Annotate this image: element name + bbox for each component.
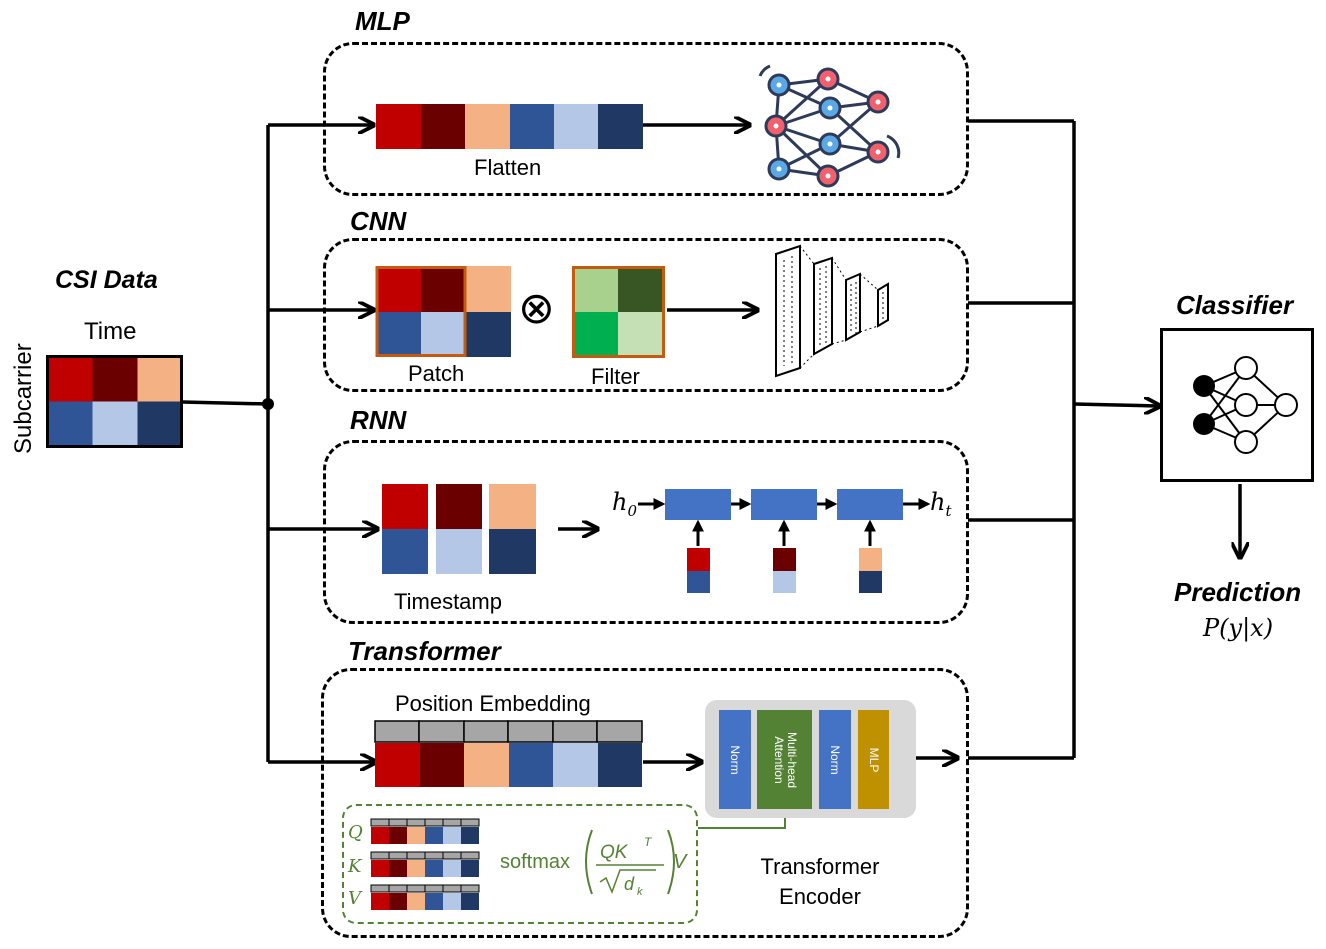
svg-text:d: d bbox=[624, 874, 635, 894]
prediction-formula: P(y|x) bbox=[1203, 614, 1274, 642]
qkv-position-cell bbox=[442, 818, 462, 827]
qkv-position-cell bbox=[406, 818, 426, 827]
mlp-title: MLP bbox=[355, 6, 410, 36]
softmax-formula: softmax QK T d k V bbox=[500, 829, 688, 898]
cnn-title: CNN bbox=[350, 206, 407, 236]
qkv-value-cell bbox=[443, 893, 461, 910]
qkv-position-cell bbox=[370, 884, 390, 893]
qkv-value-cell bbox=[371, 860, 389, 877]
qkv-position-cell bbox=[388, 884, 408, 893]
qkv-position-cell bbox=[424, 884, 444, 893]
timestamp-columns bbox=[382, 484, 536, 574]
flatten-vector bbox=[376, 104, 643, 149]
qkv-value-cell bbox=[461, 827, 479, 844]
h0-label: h0 bbox=[612, 488, 638, 520]
qkv-value-cell bbox=[425, 893, 443, 910]
csi-matrix bbox=[46, 355, 183, 448]
qkv-position-cell bbox=[442, 851, 462, 860]
qkv-value-cell bbox=[461, 860, 479, 877]
patch-matrix bbox=[375, 266, 511, 357]
qkv-position-cell bbox=[460, 884, 480, 893]
norm-block-1: Norm bbox=[719, 710, 751, 809]
k-label: K bbox=[348, 856, 362, 877]
classifier-title: Classifier bbox=[1176, 290, 1294, 320]
subcarrier-label: Subcarrier bbox=[10, 343, 37, 454]
rnn-chain bbox=[638, 489, 931, 593]
norm-block-2: Norm bbox=[819, 710, 851, 809]
prediction-title: Prediction bbox=[1174, 577, 1302, 607]
transformer-title: Transformer bbox=[348, 636, 501, 666]
patch-label: Patch bbox=[408, 361, 465, 386]
svg-text:T: T bbox=[644, 835, 653, 849]
ht-label: ht bbox=[930, 488, 952, 520]
qkv-position-cell bbox=[460, 851, 480, 860]
qkv-value-cell bbox=[371, 827, 389, 844]
qkv-vectors bbox=[370, 818, 480, 910]
transformer-encoder-label: Transformer Encoder bbox=[760, 854, 880, 909]
qkv-value-cell bbox=[407, 893, 425, 910]
attention-formula-box bbox=[342, 804, 698, 924]
filter-label: Filter bbox=[591, 364, 640, 389]
qkv-value-cell bbox=[425, 827, 443, 844]
qkv-position-cell bbox=[406, 851, 426, 860]
qkv-position-cell bbox=[388, 818, 408, 827]
qkv-position-cell bbox=[406, 884, 426, 893]
timestamp-label: Timestamp bbox=[394, 589, 502, 614]
qkv-value-cell bbox=[389, 893, 407, 910]
position-embedding-label: Position Embedding bbox=[395, 691, 591, 716]
rnn-panel bbox=[323, 440, 969, 624]
neural-network-icon bbox=[758, 64, 901, 188]
qkv-position-cell bbox=[424, 818, 444, 827]
qkv-value-cell bbox=[461, 893, 479, 910]
time-label: Time bbox=[84, 318, 137, 345]
qkv-position-cell bbox=[388, 851, 408, 860]
multi-head-attention-block: Multi-head Attention bbox=[757, 710, 812, 809]
mlp-block: MLP bbox=[858, 710, 889, 809]
qkv-value-cell bbox=[407, 827, 425, 844]
qkv-value-cell bbox=[371, 893, 389, 910]
qkv-position-cell bbox=[442, 884, 462, 893]
rnn-title: RNN bbox=[350, 405, 407, 435]
convolution-symbol: ⊗ bbox=[518, 283, 555, 334]
transformer-panel bbox=[321, 668, 969, 938]
mlp-panel bbox=[323, 42, 969, 196]
qkv-value-cell bbox=[443, 827, 461, 844]
csi-data-title: CSI Data bbox=[55, 266, 158, 294]
cnn-panel bbox=[323, 238, 969, 392]
qkv-value-cell bbox=[407, 860, 425, 877]
flatten-label: Flatten bbox=[474, 155, 542, 180]
qkv-position-cell bbox=[370, 851, 390, 860]
embedded-vector bbox=[374, 720, 643, 787]
qkv-value-cell bbox=[425, 860, 443, 877]
svg-text:QK: QK bbox=[600, 842, 629, 863]
v-label: V bbox=[348, 888, 361, 909]
svg-text:V: V bbox=[673, 851, 688, 873]
q-label: Q bbox=[348, 822, 363, 843]
filter-matrix bbox=[572, 266, 665, 358]
qkv-value-cell bbox=[443, 860, 461, 877]
feature-map-layers-icon bbox=[775, 244, 889, 378]
qkv-position-cell bbox=[424, 851, 444, 860]
qkv-value-cell bbox=[389, 827, 407, 844]
classifier-network-icon bbox=[1193, 356, 1298, 454]
svg-text:k: k bbox=[637, 886, 643, 898]
qkv-position-cell bbox=[460, 818, 480, 827]
qkv-value-cell bbox=[389, 860, 407, 877]
svg-text:softmax: softmax bbox=[500, 851, 570, 873]
classifier-box bbox=[1160, 328, 1314, 482]
qkv-position-cell bbox=[370, 818, 390, 827]
